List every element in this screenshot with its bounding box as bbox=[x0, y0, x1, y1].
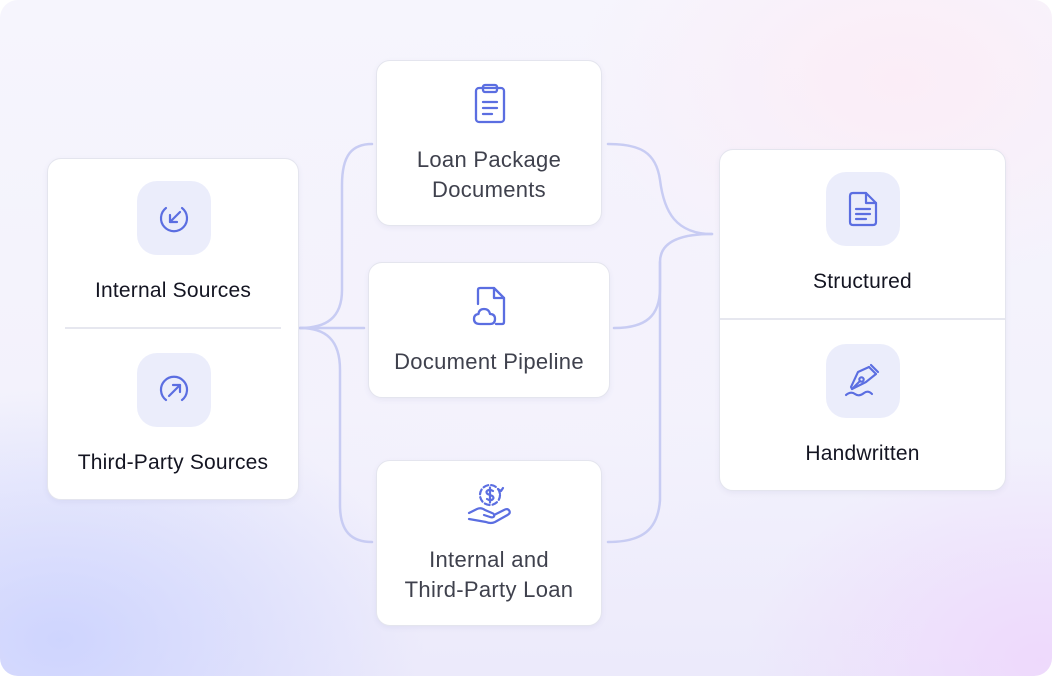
cloud-document-icon bbox=[472, 286, 506, 326]
document-lines-icon bbox=[848, 191, 878, 227]
internal-sources-icon-tile bbox=[137, 181, 211, 255]
document-pipeline-icon bbox=[467, 283, 513, 329]
arrow-up-right-circle-icon bbox=[159, 375, 189, 402]
outputs-card: Structured Handwritten bbox=[719, 149, 1006, 491]
handwritten-icon-tile bbox=[826, 344, 900, 418]
arrow-down-left-circle-icon bbox=[159, 206, 189, 233]
connector-pipeline-to-outputs bbox=[612, 232, 714, 330]
loan-package-label-line2: Documents bbox=[432, 177, 546, 202]
connector-loan-package-to-outputs bbox=[606, 142, 714, 236]
structured-icon-tile bbox=[826, 172, 900, 246]
document-pipeline-card: Document Pipeline bbox=[368, 262, 610, 398]
handwritten-label: Handwritten bbox=[805, 442, 920, 465]
hand-dollar-icon bbox=[467, 483, 511, 525]
third-party-sources-label: Third-Party Sources bbox=[77, 451, 269, 474]
loan-package-icon bbox=[467, 81, 513, 127]
document-pipeline-label: Document Pipeline bbox=[394, 349, 584, 374]
loan-package-card: Loan Package Documents bbox=[376, 60, 602, 226]
connector-sources-to-loan-package bbox=[298, 142, 374, 330]
connector-third-party-loan-to-outputs bbox=[606, 260, 662, 544]
outputs-divider bbox=[720, 318, 1005, 320]
structured-label: Structured bbox=[813, 270, 912, 293]
third-party-loan-label-line2: Third-Party Loan bbox=[404, 577, 574, 602]
third-party-loan-label-line1: Internal and bbox=[429, 547, 549, 572]
pen-nib-icon bbox=[844, 363, 880, 397]
clipboard-icon bbox=[474, 83, 506, 124]
third-party-loan-icon bbox=[465, 481, 515, 527]
third-party-sources-icon-tile bbox=[137, 353, 211, 427]
internal-sources-label: Internal Sources bbox=[94, 279, 252, 302]
sources-divider bbox=[65, 327, 281, 329]
sources-card: Internal Sources Third-Party Sources bbox=[47, 158, 299, 500]
loan-package-label-line1: Loan Package bbox=[416, 147, 562, 172]
third-party-loan-card: Internal and Third-Party Loan bbox=[376, 460, 602, 626]
connector-sources-to-third-party-loan bbox=[298, 326, 374, 544]
